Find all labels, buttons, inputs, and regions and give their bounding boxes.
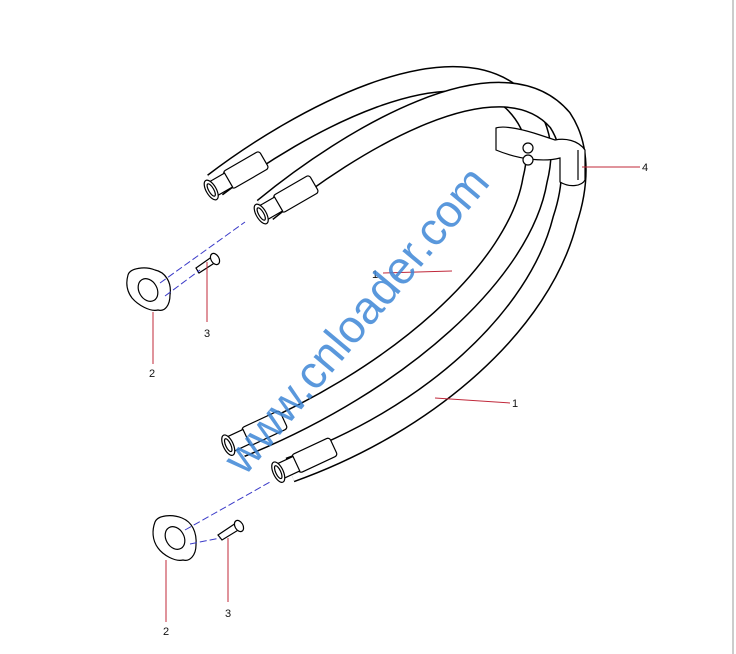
assembly-centerlines	[159, 221, 271, 545]
callout-flange-lower: 2	[163, 626, 169, 638]
flange-upper-part	[126, 267, 171, 311]
fitting-top-1	[203, 151, 269, 201]
fitting-top-2	[253, 175, 319, 225]
callout-clamp: 4	[642, 162, 648, 174]
callout-hose-lower: 1	[512, 398, 518, 410]
callout-bolt-upper: 3	[204, 328, 210, 340]
fitting-bottom-1	[221, 410, 288, 456]
fitting-bottom-2	[271, 437, 338, 483]
clamp-part	[495, 126, 586, 187]
bolt-lower-part	[217, 519, 245, 541]
hose-fittings	[203, 151, 338, 483]
flange-lower-part	[152, 515, 197, 561]
callout-bolt-lower: 3	[225, 608, 231, 620]
callout-hose-upper: 1	[372, 269, 378, 281]
callout-flange-upper: 2	[149, 368, 155, 380]
callout-leaders	[152, 166, 640, 622]
